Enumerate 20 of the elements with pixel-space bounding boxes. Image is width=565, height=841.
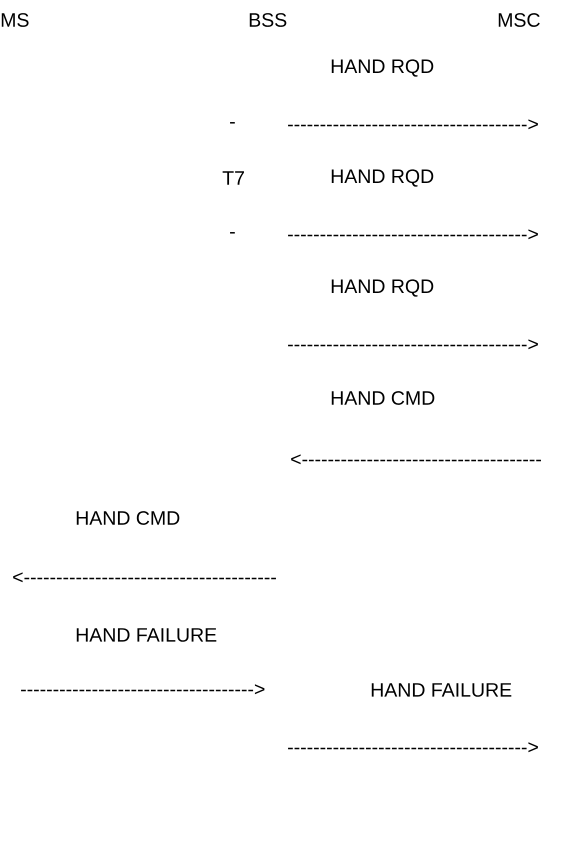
text-arrow: <--------------------------------------- xyxy=(13,572,276,582)
text-arrow: <------------------------------------- xyxy=(291,454,541,464)
message-label: HAND CMD xyxy=(76,511,180,525)
message-label: HAND CMD xyxy=(332,391,434,405)
text-arrow: -------------------------------------> xyxy=(288,229,538,240)
message-label: HAND FAILURE xyxy=(372,683,512,697)
text-arrow: -------------------------------------> xyxy=(288,339,538,350)
message-label: HAND RQD xyxy=(332,59,434,77)
dash-mark: - xyxy=(230,232,235,234)
text-arrow: ------------------------------------> xyxy=(21,684,264,694)
message-label: T7 xyxy=(222,171,244,185)
dash-mark: - xyxy=(230,122,235,124)
message-label: MSC xyxy=(498,13,540,27)
message-label: HAND FAILURE xyxy=(76,628,216,642)
message-label: MS xyxy=(2,13,29,27)
message-label: BSS xyxy=(250,13,286,27)
text-arrow: -------------------------------------> xyxy=(288,742,538,752)
message-label: HAND RQD xyxy=(332,169,434,187)
text-arrow: -------------------------------------> xyxy=(288,119,538,130)
message-label: HAND RQD xyxy=(332,279,434,297)
